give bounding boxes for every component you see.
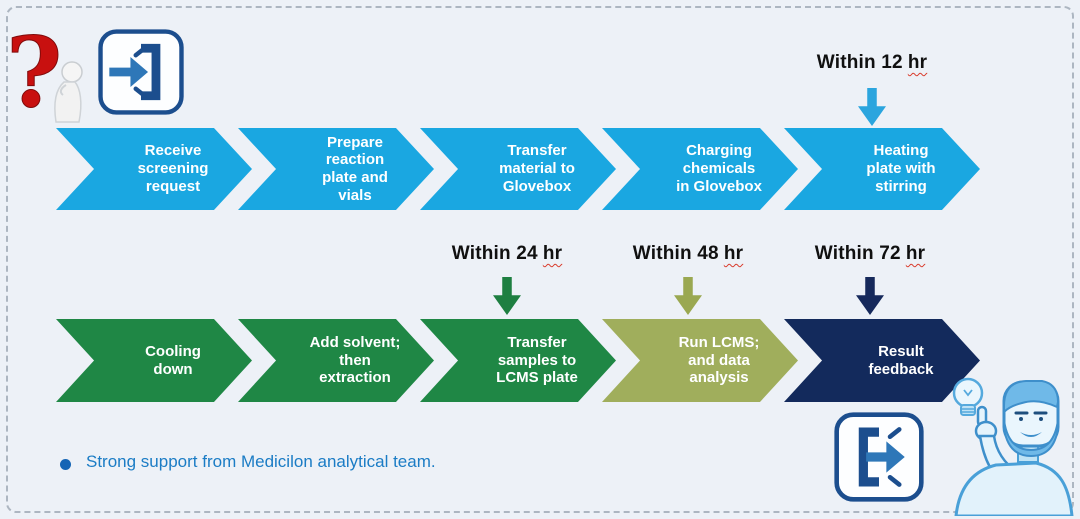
timing-unit: hr [542,243,563,264]
step-transfer-lcms-plate: Transfer samples to LCMS plate [420,319,616,402]
bullet-dot [60,459,71,470]
down-arrow-24hr-icon [493,277,521,315]
step-run-lcms: Run LCMS; and data analysis [602,319,798,402]
timing-unit: hr [723,243,744,264]
question-mark-figure-icon: ? [6,22,83,127]
step-add-solvent: Add solvent; then extraction [238,319,434,402]
analyst-lightbulb-illustration [952,377,1074,516]
timing-prefix: Within 72 [814,243,901,264]
down-arrow-12hr-icon [858,88,886,126]
timing-prefix: Within 24 [451,243,538,264]
step-prepare-reaction-plate: Prepare reaction plate and vials [238,128,434,210]
step-cooling-down: Cooling down [56,319,252,402]
step-charging-chemicals: Charging chemicals in Glovebox [602,128,798,210]
timing-unit: hr [905,243,926,264]
timing-prefix: Within 12 [816,52,903,73]
step-result-feedback: Result feedback [784,319,980,402]
timing-unit: hr [907,52,928,73]
enter-icon [98,29,184,115]
down-arrow-48hr-icon [674,277,702,315]
exit-icon [834,412,924,502]
svg-text:?: ? [6,22,62,127]
step-transfer-to-glovebox: Transfer material to Glovebox [420,128,616,210]
step-receive-screening-request: Receive screening request [56,128,252,210]
timing-prefix: Within 48 [632,243,719,264]
footnote-text: Strong support from Medicilon analytical… [86,452,436,471]
step-heating-plate: Heating plate with stirring [784,128,980,210]
down-arrow-72hr-icon [856,277,884,315]
